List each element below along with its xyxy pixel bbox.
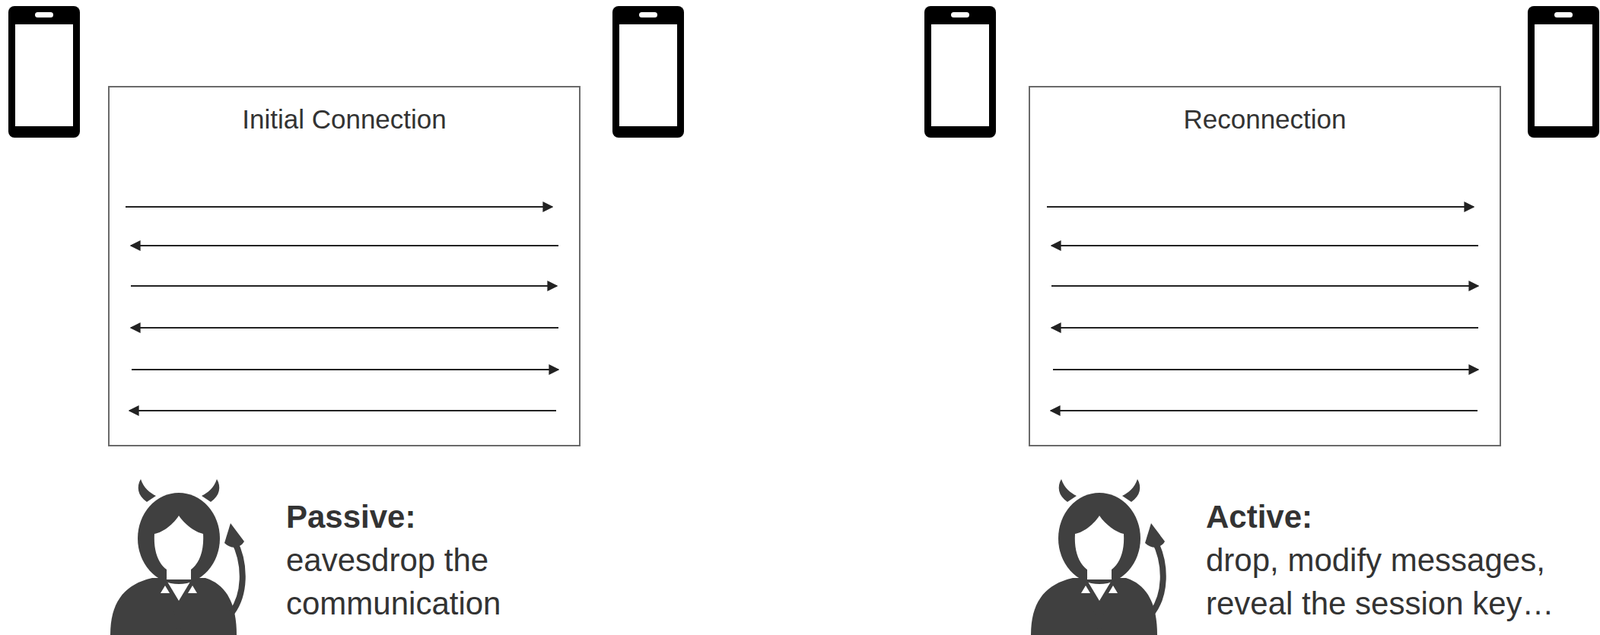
- attacker-icon: [110, 479, 245, 635]
- phase-box: Reconnection: [1028, 85, 1502, 447]
- attacker-icon: [1030, 479, 1165, 635]
- phone-icon: [1527, 6, 1600, 138]
- phone-icon: [924, 6, 996, 138]
- attacker-capability: drop, modify messages, reveal the sessio…: [1205, 538, 1594, 626]
- phone-icon: [8, 6, 80, 138]
- phone-icon: [612, 6, 684, 138]
- attacker-capability: eavesdrop the communication: [286, 538, 538, 626]
- attacker-type: Active:: [1205, 495, 1511, 539]
- message-arrows: [125, 206, 1479, 411]
- phase-title: Initial Connection: [109, 104, 579, 135]
- attacker-type: Passive:: [286, 495, 591, 539]
- phase-title: Reconnection: [1030, 104, 1500, 135]
- phase-box: Initial Connection: [108, 85, 581, 447]
